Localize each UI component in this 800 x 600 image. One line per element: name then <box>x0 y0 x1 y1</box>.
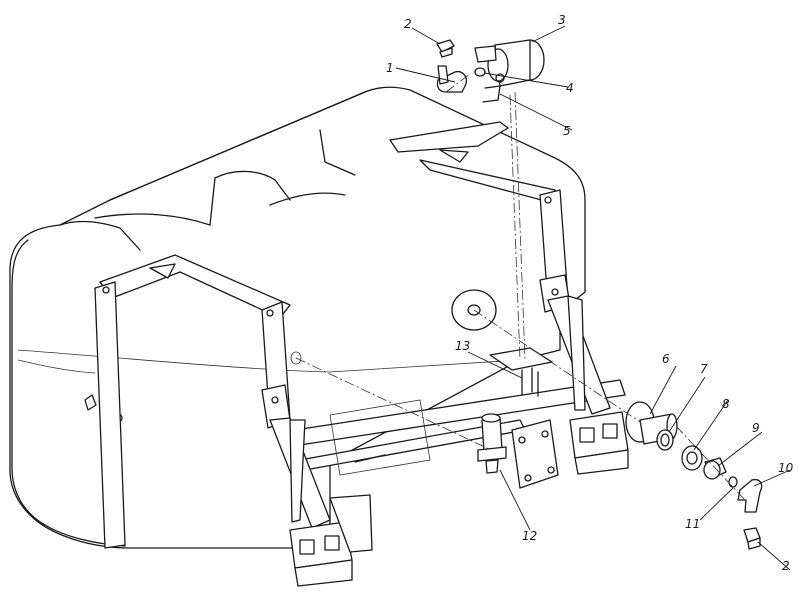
mounting-foot-front <box>289 494 373 587</box>
mounting-foot-rear <box>569 411 629 475</box>
leader-lines <box>395 25 791 571</box>
callout-11: 11 <box>685 517 700 531</box>
clamp-plate <box>489 347 553 397</box>
outlet-assembly <box>625 401 763 550</box>
callout-2-bottom: 2 <box>782 559 790 573</box>
fuel-intake-assembly <box>436 39 545 103</box>
callout-12: 12 <box>522 529 537 543</box>
callout-2-top: 2 <box>404 17 412 31</box>
hose-clamp-top <box>436 39 455 58</box>
mounting-plate <box>511 419 559 489</box>
callout-8: 8 <box>722 397 730 411</box>
hose-clamp-bottom <box>743 527 761 550</box>
assembly-axis-lines <box>295 73 746 501</box>
callout-9: 9 <box>752 421 760 435</box>
outlet-elbow <box>737 478 763 513</box>
filler-cap <box>474 39 545 87</box>
callout-7: 7 <box>700 362 708 376</box>
sealing-washer <box>656 429 674 451</box>
callout-4: 4 <box>566 81 574 95</box>
fuel-tank <box>9 86 586 549</box>
o-ring-small <box>474 67 486 77</box>
callout-labels: 1 2 3 4 5 6 7 8 9 10 11 2 12 13 <box>386 13 794 573</box>
spring-clip <box>482 85 501 103</box>
callout-1: 1 <box>386 61 394 75</box>
tank-frame <box>94 121 626 549</box>
drain-valve <box>477 413 507 474</box>
callout-6: 6 <box>662 352 670 366</box>
lock-nut <box>681 445 703 471</box>
callout-13: 13 <box>455 339 470 353</box>
callout-5: 5 <box>563 124 571 138</box>
o-ring-outlet <box>728 476 738 488</box>
callout-10: 10 <box>778 461 794 475</box>
callout-3: 3 <box>558 13 566 27</box>
